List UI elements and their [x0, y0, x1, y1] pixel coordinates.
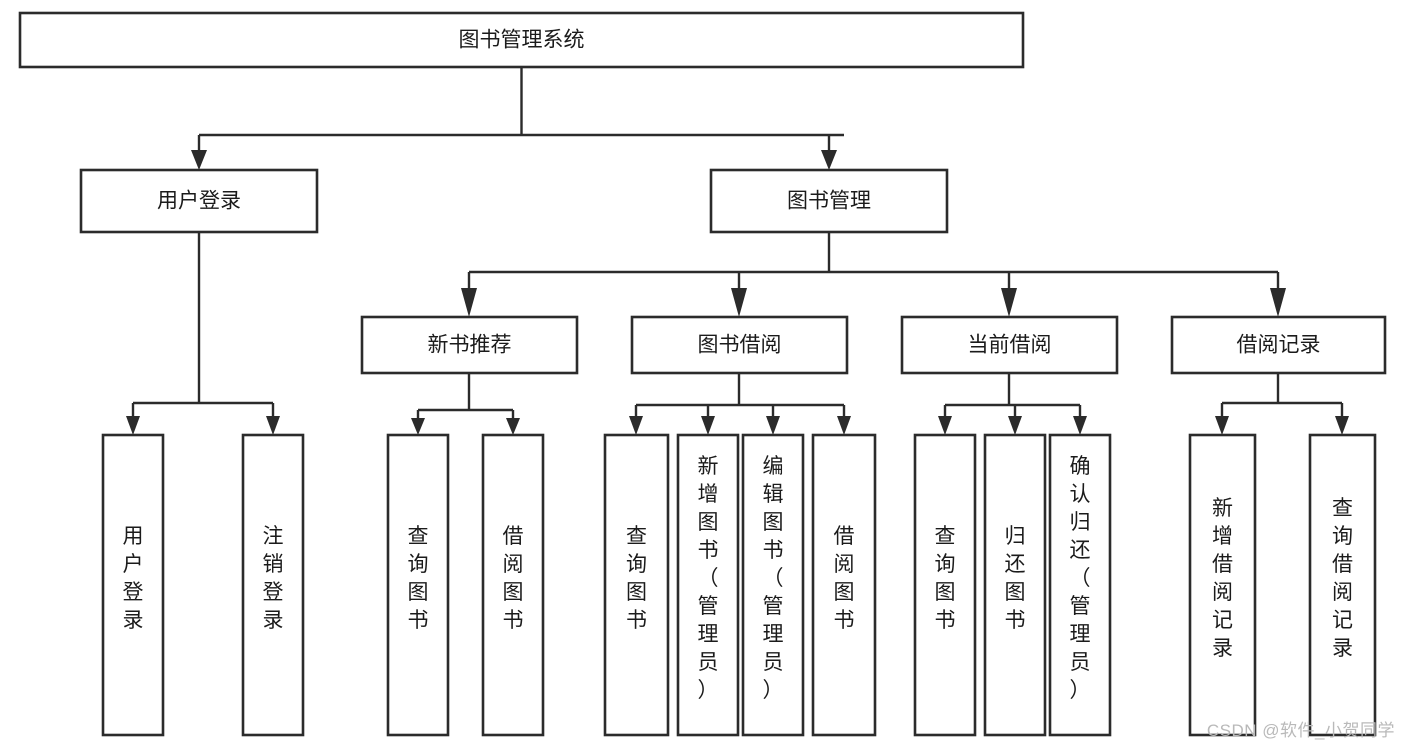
arrow-head-current-borrow: [1001, 288, 1017, 317]
node-leaf-add-borrow-record[interactable]: 新增借阅记录: [1188, 433, 1257, 737]
arrow-head-user-login: [191, 150, 207, 170]
node-leaf-query-borrow-record-box[interactable]: [1308, 433, 1377, 737]
arrow-head-new-book-recommend: [461, 288, 477, 317]
arrow-head-leaf-add-borrow-record: [1215, 416, 1229, 435]
node-leaf-logout-label: 注销登录: [263, 525, 284, 632]
node-user-login-label: 用户登录: [157, 190, 241, 213]
node-leaf-edit-book-admin[interactable]: 编辑图书（管理员）: [741, 433, 805, 737]
node-user-login-box[interactable]: [79, 168, 319, 234]
node-leaf-query-book-borrow-box[interactable]: [603, 433, 670, 737]
node-leaf-add-book-admin[interactable]: 新增图书（管理员）: [676, 433, 740, 737]
arrow-head-leaf-query-borrow-record: [1335, 416, 1349, 435]
node-leaf-add-book-admin-label: 新增图书（管理员）: [698, 455, 719, 702]
node-leaf-query-book-rec-box[interactable]: [386, 433, 450, 737]
node-book-borrow-label: 图书借阅: [698, 334, 782, 357]
arrow-head-leaf-return-book: [1008, 416, 1022, 435]
node-borrow-record-label: 借阅记录: [1237, 334, 1321, 357]
node-user-login[interactable]: 用户登录: [79, 168, 319, 234]
node-leaf-logout[interactable]: 注销登录: [241, 433, 305, 737]
node-leaf-edit-book-admin-box[interactable]: [741, 433, 805, 737]
arrow-head-borrow-record: [1270, 288, 1286, 317]
node-borrow-record-box[interactable]: [1170, 315, 1387, 375]
node-leaf-user-login[interactable]: 用户登录: [101, 433, 165, 737]
connector-group-root: [191, 67, 844, 170]
node-leaf-add-book-admin-box[interactable]: [676, 433, 740, 737]
node-book-borrow[interactable]: 图书借阅: [630, 315, 849, 375]
node-leaf-logout-box[interactable]: [241, 433, 305, 737]
node-leaf-query-borrow-record-label: 查询借阅记录: [1332, 497, 1353, 660]
node-root-box[interactable]: [18, 11, 1025, 69]
arrow-head-leaf-query-book-borrow: [629, 416, 643, 435]
connector-group-book-borrow: [629, 373, 851, 435]
node-leaf-borrow-book[interactable]: 借阅图书: [811, 433, 877, 737]
connector-group-current-borrow: [938, 373, 1087, 435]
node-leaf-user-login-label: 用户登录: [123, 525, 144, 632]
node-leaf-borrow-book-box[interactable]: [811, 433, 877, 737]
node-leaf-confirm-return-admin[interactable]: 确认归还（管理员）: [1048, 433, 1112, 737]
node-current-borrow-box[interactable]: [900, 315, 1119, 375]
arrow-head-leaf-borrow-book-rec: [506, 418, 520, 435]
arrow-head-leaf-borrow-book: [837, 416, 851, 435]
node-leaf-return-book-label: 归还图书: [1005, 525, 1026, 632]
node-leaf-add-borrow-record-box[interactable]: [1188, 433, 1257, 737]
connector-group-new-book-recommend: [411, 373, 520, 435]
node-current-borrow[interactable]: 当前借阅: [900, 315, 1119, 375]
arrow-head-leaf-user-login: [126, 416, 140, 435]
node-leaf-query-book-borrow[interactable]: 查询图书: [603, 433, 670, 737]
node-root-label: 图书管理系统: [459, 29, 585, 52]
arrow-head-leaf-query-book-current: [938, 416, 952, 435]
node-leaf-query-book-borrow-label: 查询图书: [626, 525, 647, 632]
arrow-head-book-manage: [821, 150, 837, 170]
arrow-head-leaf-add-book-admin: [701, 416, 715, 435]
node-new-book-recommend[interactable]: 新书推荐: [360, 315, 579, 375]
node-leaf-query-borrow-record[interactable]: 查询借阅记录: [1308, 433, 1377, 737]
node-leaf-user-login-box[interactable]: [101, 433, 165, 737]
node-current-borrow-label: 当前借阅: [968, 334, 1052, 357]
node-leaf-borrow-book-rec-box[interactable]: [481, 433, 545, 737]
node-book-manage-box[interactable]: [709, 168, 949, 234]
node-leaf-confirm-return-admin-box[interactable]: [1048, 433, 1112, 737]
node-leaf-query-book-rec-label: 查询图书: [408, 525, 429, 632]
node-leaf-query-book-current[interactable]: 查询图书: [913, 433, 977, 737]
node-leaf-borrow-book-label: 借阅图书: [834, 525, 855, 632]
arrow-head-book-borrow: [731, 288, 747, 317]
connector-group-borrow-record: [1215, 373, 1349, 435]
node-borrow-record[interactable]: 借阅记录: [1170, 315, 1387, 375]
node-leaf-confirm-return-admin-label: 确认归还（管理员）: [1070, 455, 1091, 702]
node-leaf-add-borrow-record-label: 新增借阅记录: [1212, 497, 1233, 660]
arrow-head-leaf-query-book-rec: [411, 418, 425, 435]
node-book-borrow-box[interactable]: [630, 315, 849, 375]
connector-group-user-login: [126, 232, 280, 435]
node-leaf-return-book[interactable]: 归还图书: [983, 433, 1047, 737]
node-book-manage-label: 图书管理: [787, 190, 871, 213]
node-leaf-borrow-book-rec[interactable]: 借阅图书: [481, 433, 545, 737]
node-new-book-recommend-box[interactable]: [360, 315, 579, 375]
node-root[interactable]: 图书管理系统: [18, 11, 1025, 69]
node-leaf-edit-book-admin-label: 编辑图书（管理员）: [763, 455, 784, 702]
node-leaf-return-book-box[interactable]: [983, 433, 1047, 737]
arrow-head-leaf-confirm-return-admin: [1073, 416, 1087, 435]
arrow-head-leaf-edit-book-admin: [766, 416, 780, 435]
node-book-manage[interactable]: 图书管理: [709, 168, 949, 234]
node-leaf-borrow-book-rec-label: 借阅图书: [503, 525, 524, 632]
connector-group-book-manage: [461, 232, 1286, 317]
node-leaf-query-book-rec[interactable]: 查询图书: [386, 433, 450, 737]
node-leaf-query-book-current-label: 查询图书: [935, 525, 956, 632]
node-new-book-recommend-label: 新书推荐: [428, 334, 512, 357]
node-leaf-query-book-current-box[interactable]: [913, 433, 977, 737]
arrow-head-leaf-logout: [266, 416, 280, 435]
